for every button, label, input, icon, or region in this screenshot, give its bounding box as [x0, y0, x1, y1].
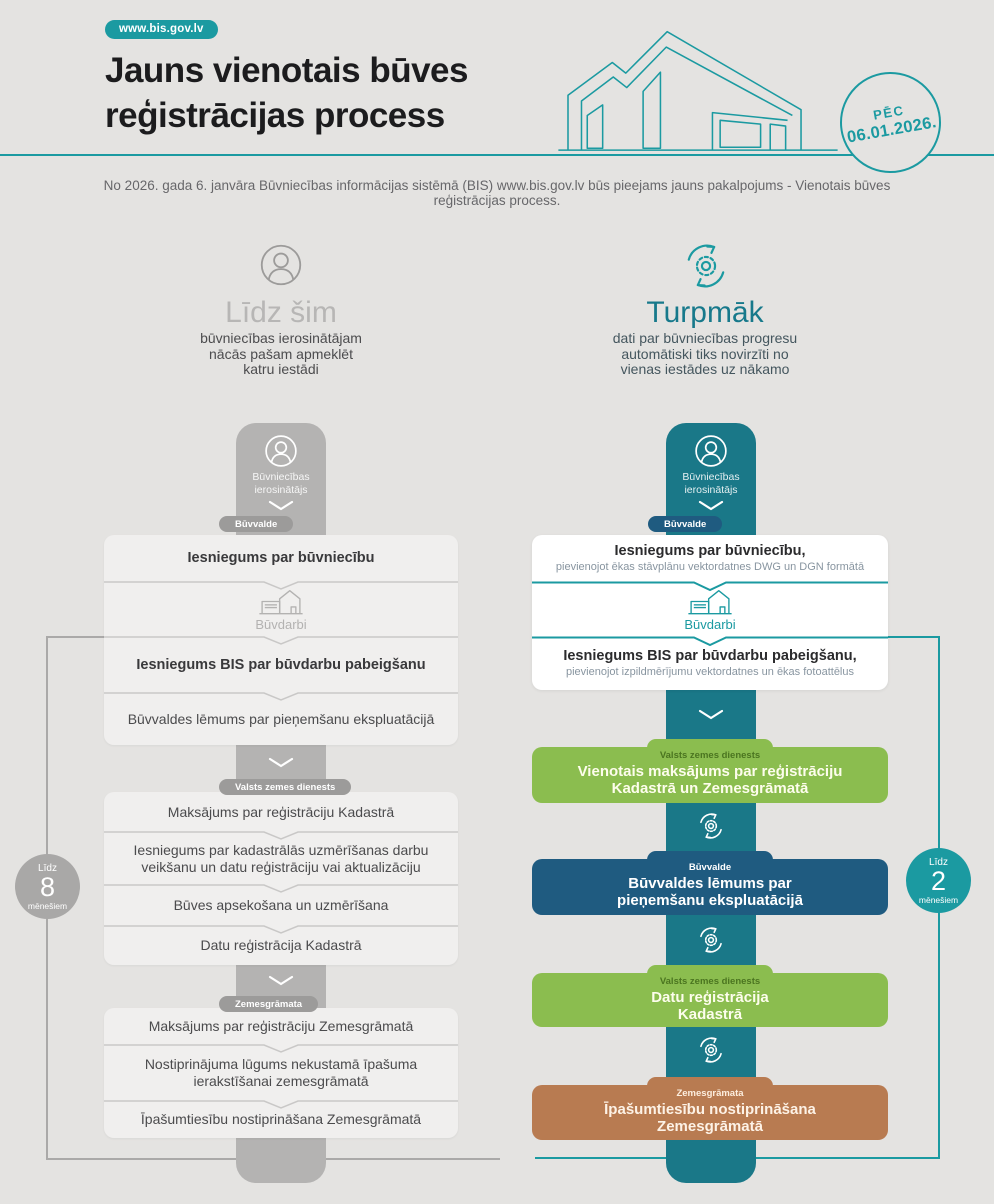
house-illustration	[558, 30, 838, 151]
chevron-down-icon	[268, 975, 294, 986]
sync-gear-icon	[687, 244, 725, 288]
buvdarbi-label: Būvdarbi	[684, 616, 736, 632]
card-tab-label: Valsts zemes dienests	[659, 750, 761, 761]
chevron-down-icon	[698, 500, 724, 511]
before-description: būvniecības ierosinātājam nācās pašam ap…	[200, 330, 362, 377]
divider-notch	[104, 884, 458, 893]
after-card-buvvalde: Iesniegums par būvniecību, pievienojot ē…	[532, 535, 888, 690]
before-actor-label: Būvniecības ierosinātājs	[252, 471, 310, 496]
divider-notch	[532, 636, 888, 647]
after-card-vzd-payment: Valsts zemes dienests Vienotais maksājum…	[532, 739, 888, 803]
person-icon	[260, 244, 302, 286]
buvdarbi-row: Būvdarbi	[532, 582, 888, 637]
buvdarbi-label: Būvdarbi	[255, 616, 307, 632]
before-card-vzd: Maksājums par reģistrāciju Kadastrā Iesn…	[104, 792, 458, 965]
page-title-line1: Jauns vienotais būves	[105, 51, 468, 90]
process-step: Būvvaldes lēmums par pieņemšanu ekspluat…	[127, 710, 435, 727]
after-bracket-top	[888, 636, 939, 638]
date-stamp: PĒC 06.01.2026.	[840, 72, 941, 173]
after-duration-badge: Līdz 2 mēnešiem	[906, 848, 971, 913]
after-pill-buvvalde: Būvvalde	[648, 516, 723, 532]
card-tab-label: Valsts zemes dienests	[659, 976, 761, 987]
buvdarbi-row: Būvdarbi	[104, 582, 458, 637]
after-actor-label: Būvniecības ierosinātājs	[682, 471, 740, 496]
process-step: Datu reģistrācija Kadastrā	[200, 937, 362, 953]
before-heading: Līdz šim	[225, 296, 337, 329]
divider-notch	[532, 581, 888, 592]
after-description: dati par būvniecības progresu automātisk…	[612, 330, 798, 377]
process-step: Būves apsekošana un uzmērīšana	[173, 897, 389, 913]
process-step: Iesniegums BIS par būvdarbu pabeigšanu, …	[563, 648, 857, 678]
divider-notch	[104, 1044, 458, 1053]
construction-house-icon	[688, 589, 732, 614]
before-pill-vzd: Valsts zemes dienests	[219, 779, 352, 795]
divider-notch	[104, 581, 458, 590]
divider-notch	[104, 925, 458, 934]
construction-house-icon	[259, 589, 303, 614]
process-step: Maksājums par reģistrāciju Zemesgrāmatā	[148, 1018, 414, 1034]
after-heading: Turpmāk	[646, 296, 764, 329]
before-card-zemesgramata: Maksājums par reģistrāciju Zemesgrāmatā …	[104, 1008, 458, 1138]
before-duration-badge: Līdz 8 mēnešiem	[15, 854, 80, 919]
divider-notch	[104, 1100, 458, 1109]
before-pill-zemesgramata: Zemesgrāmata	[219, 996, 319, 1012]
card-tab-label: Zemesgrāmata	[676, 1088, 744, 1099]
sync-gear-icon	[700, 927, 722, 953]
person-icon	[265, 435, 297, 467]
divider-notch	[104, 692, 458, 701]
process-step: Iesniegums BIS par būvdarbu pabeigšanu	[136, 656, 426, 673]
sync-gear-icon	[700, 813, 722, 839]
intro-text: No 2026. gada 6. janvāra Būvniecības inf…	[103, 178, 891, 208]
process-step: Nostiprinājuma lūgums nekustamā īpašuma …	[144, 1056, 418, 1089]
process-step: Iesniegums par būvniecību, pievienojot ē…	[555, 543, 865, 573]
header-divider	[0, 154, 994, 156]
process-step: Iesniegums par kadastrālās uzmērīšanas d…	[133, 841, 429, 875]
process-step: Īpašumtiesību nostiprināšana Zemesgrāmat…	[140, 1111, 422, 1127]
person-icon	[695, 435, 727, 467]
page-title-line2: reģistrācijas process	[105, 96, 445, 135]
sync-gear-icon	[700, 1037, 722, 1063]
before-bracket-top	[46, 636, 104, 638]
divider-notch	[104, 831, 458, 840]
after-card-vzd-registration: Valsts zemes dienests Datu reģistrācija …	[532, 965, 888, 1027]
chevron-down-icon	[268, 757, 294, 768]
process-step: Iesniegums par būvniecību	[187, 550, 375, 566]
divider-notch	[104, 636, 458, 645]
before-card-buvvalde: Iesniegums par būvniecību Būvdarbi Iesni…	[104, 535, 458, 745]
chevron-down-icon	[268, 500, 294, 511]
chevron-down-icon	[698, 709, 724, 720]
after-card-buvvalde-decision: Būvvalde Būvvaldes lēmums par pieņemšanu…	[532, 851, 888, 915]
page-title: Jauns vienotais būves reģistrācijas proc…	[105, 48, 625, 138]
card-tab-label: Būvvalde	[688, 862, 732, 873]
url-badge: www.bis.gov.lv	[105, 20, 218, 39]
process-step: Maksājums par reģistrāciju Kadastrā	[167, 803, 395, 820]
before-pill-buvvalde: Būvvalde	[219, 516, 294, 532]
after-card-zemesgramata: Zemesgrāmata Īpašumtiesību nostiprināšan…	[532, 1077, 888, 1140]
